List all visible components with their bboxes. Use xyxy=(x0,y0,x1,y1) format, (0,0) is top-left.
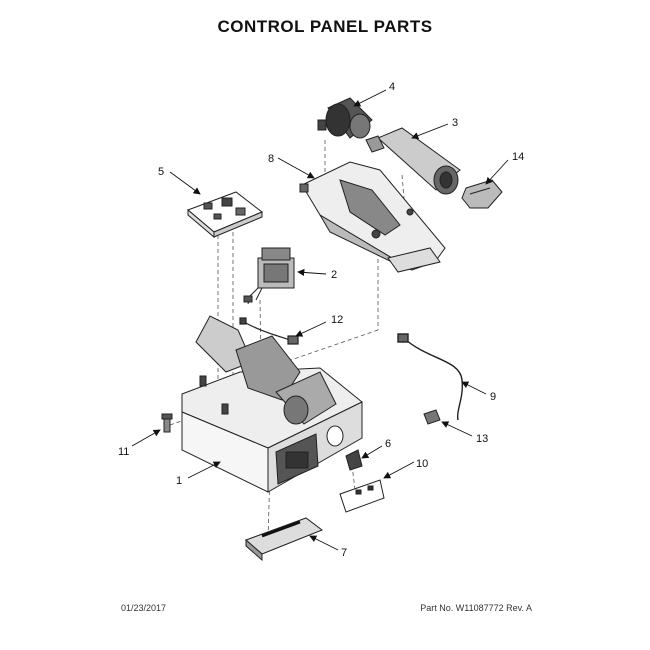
page-title: CONTROL PANEL PARTS xyxy=(217,17,433,36)
part-control-board xyxy=(187,191,263,239)
callout-14: 14 xyxy=(512,151,524,163)
callout-5: 5 xyxy=(158,166,164,178)
part-motor xyxy=(317,97,373,139)
callout-1: 1 xyxy=(176,475,182,487)
part-connector xyxy=(423,409,441,425)
callout-4: 4 xyxy=(389,81,395,93)
callout-10: 10 xyxy=(416,458,428,470)
callout-6: 6 xyxy=(385,438,391,450)
part-cover xyxy=(461,179,503,209)
callout-13: 13 xyxy=(476,433,488,445)
part-bracket xyxy=(339,479,385,513)
callout-11: 11 xyxy=(118,446,129,458)
callout-3: 3 xyxy=(452,117,458,129)
part-transformer xyxy=(243,247,295,305)
callout-9: 9 xyxy=(490,391,496,403)
footer-part-number: Part No. W11087772 Rev. A xyxy=(420,603,532,613)
part-wire-harness xyxy=(239,317,299,345)
part-housing xyxy=(299,161,446,273)
part-screw xyxy=(161,413,173,433)
part-auger-tube xyxy=(365,127,461,195)
part-clip xyxy=(345,449,363,471)
callout-2: 2 xyxy=(331,269,337,281)
callout-leaders xyxy=(131,89,509,551)
footer-date: 01/23/2017 xyxy=(121,603,167,613)
part-wire xyxy=(397,333,464,421)
callout-8: 8 xyxy=(268,153,274,165)
callout-labels: 1 2 3 4 5 6 7 8 9 10 11 12 13 14 xyxy=(118,81,524,559)
callout-7: 7 xyxy=(341,547,347,559)
part-control-panel-body xyxy=(181,315,363,493)
part-lower-trim xyxy=(245,517,324,562)
callout-12: 12 xyxy=(331,314,343,326)
